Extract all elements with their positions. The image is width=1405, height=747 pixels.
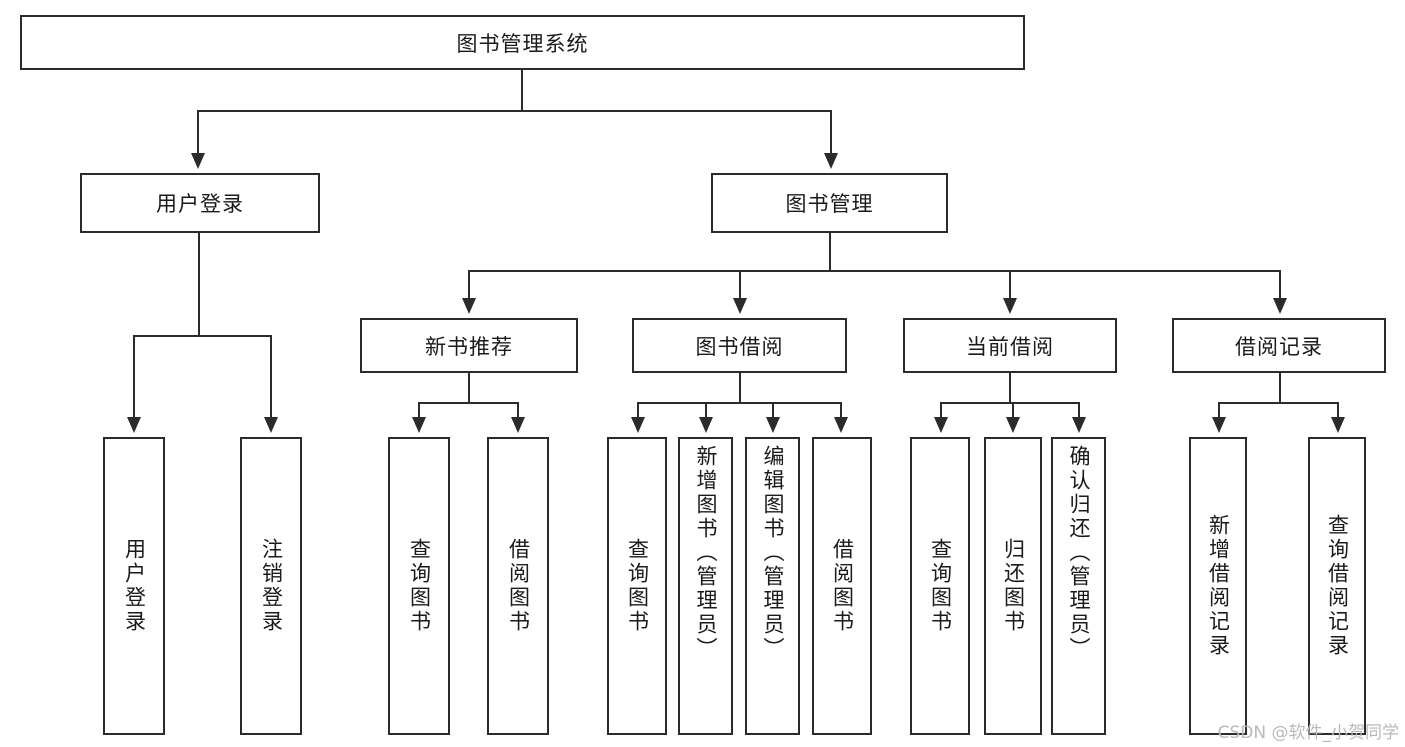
connector-root-to-user-login	[197, 110, 199, 153]
arrowhead-leaf-query-book-1	[412, 417, 426, 433]
connector-newbook-stem	[468, 373, 470, 402]
node-user-login-label: 用户登录	[156, 192, 244, 216]
arrowhead-newbook	[462, 298, 476, 314]
leaf-return-book-label: 归还图书	[1001, 538, 1026, 634]
connector-record-leaf1	[1218, 402, 1220, 417]
leaf-borrow-book-newbook-label: 借阅图书	[506, 538, 531, 634]
connector-current-stem	[1009, 373, 1011, 402]
node-root-label: 图书管理系统	[456, 31, 589, 56]
connector-borrow-leaf3	[772, 402, 774, 417]
connector-bookmgmt-to-borrow	[739, 270, 741, 298]
connector-record-stem	[1279, 373, 1281, 402]
node-user-login[interactable]: 用户登录	[80, 173, 320, 233]
node-book-borrow-label: 图书借阅	[695, 334, 784, 359]
arrowhead-leaf-borrow-book-1	[511, 417, 525, 433]
node-current-borrow[interactable]: 当前借阅	[903, 318, 1117, 373]
leaf-query-book-borrow[interactable]: 查询图书	[607, 437, 667, 735]
connector-root-to-book-mgmt	[830, 110, 832, 153]
connector-userlogin-bar	[133, 335, 272, 337]
leaf-query-borrow-record-label: 查询借阅记录	[1325, 514, 1350, 658]
connector-newbook-bar	[418, 402, 518, 404]
leaf-query-borrow-record[interactable]: 查询借阅记录	[1308, 437, 1366, 735]
arrowhead-leaf-return-book	[1006, 417, 1020, 433]
leaf-add-book-admin-label: 新增图书（管理员）	[694, 445, 719, 661]
leaf-query-book-newbook-label: 查询图书	[407, 538, 432, 634]
connector-bookmgmt-to-newbook	[468, 270, 470, 298]
leaf-logout[interactable]: 注销登录	[240, 437, 302, 735]
arrowhead-record	[1273, 298, 1287, 314]
connector-current-leaf3	[1078, 402, 1080, 417]
leaf-edit-book-admin[interactable]: 编辑图书（管理员）	[745, 437, 800, 735]
connector-record-bar	[1218, 402, 1338, 404]
arrowhead-leaf-confirm-return	[1072, 417, 1086, 433]
leaf-confirm-return-admin[interactable]: 确认归还（管理员）	[1051, 437, 1106, 735]
connector-bookmgmt-to-current	[1009, 270, 1011, 298]
connector-borrow-bar	[637, 402, 842, 404]
arrowhead-leaf-query-book-3	[934, 417, 948, 433]
arrowhead-leaf-logout	[264, 417, 278, 433]
connector-bookmgmt-to-record	[1279, 270, 1281, 298]
arrowhead-leaf-add-book	[699, 417, 713, 433]
leaf-borrow-book-borrow[interactable]: 借阅图书	[812, 437, 872, 735]
connector-userlogin-stem	[198, 233, 200, 335]
connector-borrow-leaf2	[705, 402, 707, 417]
connector-borrow-stem	[739, 373, 741, 402]
node-root[interactable]: 图书管理系统	[20, 15, 1025, 70]
leaf-query-book-current[interactable]: 查询图书	[910, 437, 970, 735]
connector-current-leaf2	[1012, 402, 1014, 417]
watermark: CSDN @软件_小贺同学	[1217, 723, 1399, 743]
connector-borrow-leaf4	[840, 402, 842, 417]
leaf-logout-label: 注销登录	[259, 538, 284, 634]
node-book-management[interactable]: 图书管理	[711, 173, 948, 233]
connector-record-leaf2	[1337, 402, 1339, 417]
node-book-borrow[interactable]: 图书借阅	[632, 318, 847, 373]
leaf-add-book-admin[interactable]: 新增图书（管理员）	[678, 437, 733, 735]
arrowhead-leaf-add-record	[1212, 417, 1226, 433]
connector-root-bar	[197, 110, 832, 112]
arrowhead-leaf-query-record	[1331, 417, 1345, 433]
leaf-query-book-current-label: 查询图书	[928, 538, 953, 634]
arrowhead-leaf-query-book-2	[631, 417, 645, 433]
arrowhead-leaf-user-login	[127, 417, 141, 433]
connector-root-stem	[521, 70, 523, 112]
arrowhead-book-mgmt	[824, 153, 838, 169]
connector-userlogin-leaf1	[133, 335, 135, 417]
node-new-book-recommend-label: 新书推荐	[425, 334, 513, 359]
connector-bookmgmt-stem	[829, 233, 831, 270]
leaf-query-book-newbook[interactable]: 查询图书	[388, 437, 450, 735]
leaf-borrow-book-borrow-label: 借阅图书	[830, 538, 855, 634]
node-book-management-label: 图书管理	[785, 192, 874, 216]
arrowhead-current	[1003, 298, 1017, 314]
connector-borrow-leaf1	[637, 402, 639, 417]
leaf-add-borrow-record[interactable]: 新增借阅记录	[1189, 437, 1247, 735]
arrowhead-user-login	[191, 153, 205, 169]
leaf-borrow-book-newbook[interactable]: 借阅图书	[487, 437, 549, 735]
arrowhead-borrow	[733, 298, 747, 314]
leaf-user-login-label: 用户登录	[122, 538, 147, 634]
connector-newbook-leaf2	[517, 402, 519, 417]
leaf-confirm-return-admin-label: 确认归还（管理员）	[1067, 445, 1092, 661]
node-borrow-record-label: 借阅记录	[1235, 334, 1323, 359]
connector-bookmgmt-bar	[468, 270, 1280, 272]
leaf-user-login[interactable]: 用户登录	[103, 437, 165, 735]
connector-newbook-leaf1	[418, 402, 420, 417]
leaf-query-book-borrow-label: 查询图书	[625, 538, 650, 634]
leaf-add-borrow-record-label: 新增借阅记录	[1206, 514, 1231, 658]
connector-current-bar	[940, 402, 1079, 404]
node-borrow-record[interactable]: 借阅记录	[1172, 318, 1386, 373]
arrowhead-leaf-edit-book	[766, 417, 780, 433]
node-current-borrow-label: 当前借阅	[966, 334, 1054, 359]
connector-current-leaf1	[940, 402, 942, 417]
connector-userlogin-leaf2	[270, 335, 272, 417]
arrowhead-leaf-borrow-book-2	[834, 417, 848, 433]
node-new-book-recommend[interactable]: 新书推荐	[360, 318, 578, 373]
leaf-edit-book-admin-label: 编辑图书（管理员）	[761, 445, 786, 661]
leaf-return-book[interactable]: 归还图书	[984, 437, 1042, 735]
